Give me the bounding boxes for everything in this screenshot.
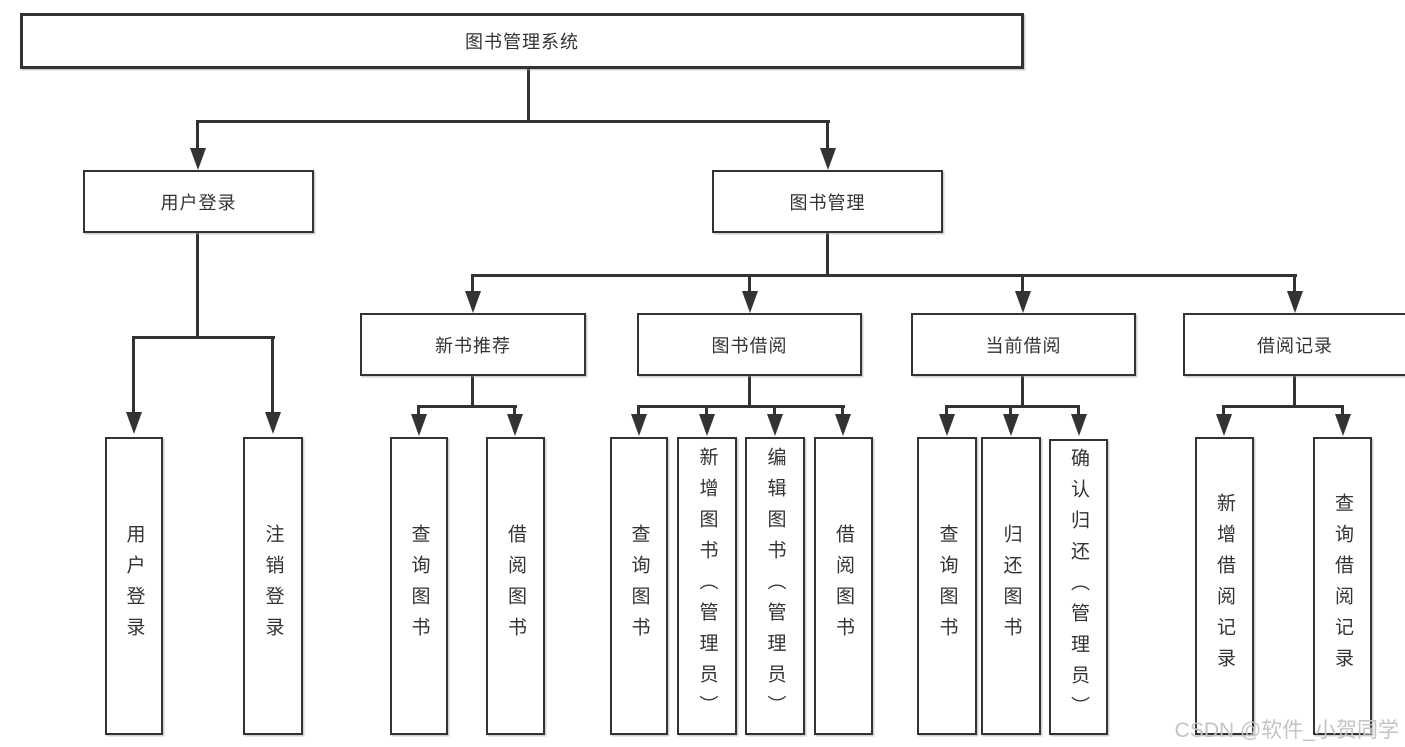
connector-leaf-drop bbox=[1222, 405, 1225, 416]
connector-leaf-drop bbox=[773, 405, 776, 416]
connector-newbook-rail bbox=[417, 405, 517, 408]
arrowhead-leaf bbox=[835, 414, 851, 436]
connector-logout-leaf-drop bbox=[271, 336, 274, 414]
node-current-borrowing: 当前借阅 bbox=[911, 313, 1136, 376]
node-label: 新增借阅记录 bbox=[1214, 493, 1235, 679]
node-logout-leaf: 注销登录 bbox=[243, 437, 303, 735]
arrowhead-login-leaf bbox=[126, 412, 142, 434]
node-confirm-return-admin: 确认归还（管理员） bbox=[1049, 439, 1108, 735]
connector-leaf-drop bbox=[417, 405, 420, 416]
connector-leaf-drop bbox=[637, 405, 640, 416]
node-book-management: 图书管理 bbox=[712, 170, 943, 233]
node-label: 借阅图书 bbox=[505, 524, 526, 648]
arrowhead-leaf bbox=[1071, 414, 1087, 436]
connector-root-stem bbox=[527, 69, 530, 120]
node-query-books-3: 查询图书 bbox=[917, 437, 977, 735]
arrowhead-leaf bbox=[411, 414, 427, 436]
arrowhead-logout-leaf bbox=[265, 412, 281, 434]
connector-leaf-drop bbox=[1341, 405, 1344, 416]
connector-borrowrecords-stem bbox=[1293, 376, 1296, 405]
connector-user-login-stem bbox=[196, 233, 199, 336]
csdn-watermark: CSDN @软件_小贺同学 bbox=[1174, 719, 1399, 742]
node-label: 用户登录 bbox=[123, 524, 145, 648]
connector-user-login-rail bbox=[132, 336, 275, 339]
connector-leaf-drop bbox=[513, 405, 516, 416]
connector-newbook-drop bbox=[471, 274, 474, 293]
node-label: 查询图书 bbox=[628, 524, 650, 648]
connector-borrowrecords-drop bbox=[1293, 274, 1296, 293]
arrowhead-book-mgmt bbox=[820, 148, 836, 170]
arrowhead-leaf bbox=[939, 414, 955, 436]
node-label: 新增图书（管理员） bbox=[696, 446, 718, 726]
connector-bookborrow-rail bbox=[637, 405, 845, 408]
node-label: 借阅图书 bbox=[833, 524, 854, 648]
node-book-borrowing: 图书借阅 bbox=[637, 313, 862, 376]
connector-book-mgmt-stem bbox=[826, 233, 829, 274]
node-add-books-admin: 新增图书（管理员） bbox=[677, 437, 737, 735]
node-label: 确认归还（管理员） bbox=[1068, 447, 1089, 727]
connector-borrowrecords-rail bbox=[1222, 405, 1344, 408]
arrowhead-leaf bbox=[699, 414, 715, 436]
node-label: 查询借阅记录 bbox=[1332, 493, 1353, 679]
connector-level2-rail bbox=[196, 120, 830, 123]
connector-user-login-drop bbox=[196, 120, 199, 151]
arrowhead-leaf bbox=[631, 414, 647, 436]
connector-currentborrow-rail bbox=[945, 405, 1080, 408]
node-user-login: 用户登录 bbox=[83, 170, 314, 233]
node-library-system: 图书管理系统 bbox=[20, 13, 1024, 69]
connector-currentborrow-drop bbox=[1021, 274, 1024, 293]
connector-login-leaf-drop bbox=[132, 336, 135, 414]
connector-bookborrow-stem bbox=[748, 376, 751, 405]
node-borrow-books-1: 借阅图书 bbox=[486, 437, 545, 735]
connector-leaf-drop bbox=[841, 405, 844, 416]
connector-currentborrow-stem bbox=[1021, 376, 1024, 405]
node-user-login-leaf: 用户登录 bbox=[105, 437, 163, 735]
node-borrow-books-2: 借阅图书 bbox=[814, 437, 873, 735]
connector-leaf-drop bbox=[705, 405, 708, 416]
node-query-borrow-record: 查询借阅记录 bbox=[1313, 437, 1372, 735]
connector-leaf-drop bbox=[1077, 405, 1080, 416]
connector-newbook-stem bbox=[471, 376, 474, 405]
node-new-book-recommendation: 新书推荐 bbox=[360, 313, 586, 376]
arrowhead-leaf bbox=[767, 414, 783, 436]
node-return-books: 归还图书 bbox=[981, 437, 1041, 735]
node-label: 归还图书 bbox=[1000, 524, 1022, 648]
arrowhead-leaf bbox=[507, 414, 523, 436]
connector-level3-rail bbox=[471, 274, 1297, 277]
node-label: 查询图书 bbox=[936, 524, 958, 648]
node-query-books-1: 查询图书 bbox=[390, 437, 448, 735]
arrowhead-leaf bbox=[1335, 414, 1351, 436]
arrowhead-currentborrow bbox=[1015, 291, 1031, 313]
node-label: 查询图书 bbox=[408, 524, 430, 648]
node-borrowing-records: 借阅记录 bbox=[1183, 313, 1405, 376]
connector-bookborrow-drop bbox=[748, 274, 751, 293]
node-add-borrow-record: 新增借阅记录 bbox=[1195, 437, 1254, 735]
connector-leaf-drop bbox=[1009, 405, 1012, 416]
connector-book-mgmt-drop bbox=[826, 120, 829, 151]
node-label: 编辑图书（管理员） bbox=[764, 446, 786, 726]
arrowhead-newbook bbox=[465, 291, 481, 313]
node-label: 注销登录 bbox=[262, 524, 284, 648]
arrowhead-leaf bbox=[1003, 414, 1019, 436]
arrowhead-leaf bbox=[1216, 414, 1232, 436]
connector-leaf-drop bbox=[945, 405, 948, 416]
node-query-books-2: 查询图书 bbox=[610, 437, 668, 735]
arrowhead-borrowrecords bbox=[1287, 291, 1303, 313]
node-edit-books-admin: 编辑图书（管理员） bbox=[745, 437, 805, 735]
arrowhead-user-login bbox=[190, 148, 206, 170]
arrowhead-bookborrow bbox=[742, 291, 758, 313]
